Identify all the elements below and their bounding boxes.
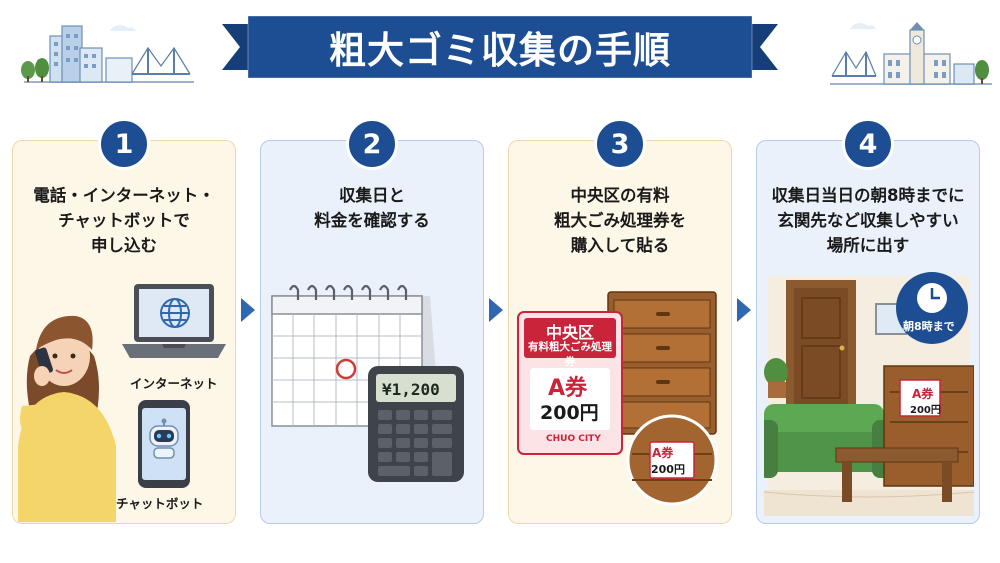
step-1-line: 電話・インターネット・ (33, 186, 215, 205)
ticket-city: CHUO CITY (546, 434, 601, 444)
page-title: 粗大ゴミ収集の手順 (329, 29, 671, 72)
calculator-display: ¥1,200 (382, 380, 440, 399)
step-description-2: 収集日と 料金を確認する (260, 183, 484, 233)
step-number-3: 3 (594, 118, 646, 170)
clock-label: 朝8時まで (903, 320, 955, 333)
city-skyline-left (21, 25, 194, 83)
step-4-line: 場所に出す (826, 236, 910, 255)
sticker-price: 200円 (651, 463, 685, 476)
step-4-line: 収集日当日の朝8時までに (771, 186, 965, 205)
step-3-line: 購入して貼る (570, 236, 670, 255)
ticket-ward: 中央区 (545, 323, 594, 342)
city-skyline-right (830, 22, 992, 85)
step-1-line: チャットボットで (58, 211, 190, 230)
step-2-line: 料金を確認する (314, 211, 430, 230)
step-number-1: 1 (98, 118, 150, 170)
entrance-scene-illustration (764, 276, 974, 516)
step-3-line: 中央区の有料 (570, 186, 670, 205)
step-1-line: 申し込む (91, 236, 157, 255)
garbage-ticket (517, 311, 623, 455)
sticker-zoom-circle (626, 414, 718, 506)
step-number-4: 4 (842, 118, 894, 170)
ticket-grade: A券 (548, 376, 588, 401)
step-2-line: 収集日と (339, 186, 405, 205)
furniture-sticker-price: 200円 (910, 405, 941, 416)
step-description-1: 電話・インターネット・ チャットボットで 申し込む (12, 183, 236, 258)
arrow-right-icon (489, 298, 503, 322)
step-4-line: 玄関先など収集しやすい (777, 211, 959, 230)
arrow-right-icon (241, 298, 255, 322)
title-banner: 粗大ゴミ収集の手順 (222, 14, 778, 80)
step-3-line: 粗大ごみ処理券を (554, 211, 686, 230)
ticket-price: 200円 (540, 402, 599, 424)
woman-on-phone-illustration (18, 315, 116, 522)
robot-icon (149, 418, 179, 459)
sticker-grade: A券 (652, 446, 674, 460)
step-number-2: 2 (346, 118, 398, 170)
clock-icon (896, 272, 968, 344)
globe-icon (160, 298, 190, 328)
chatbot-label: チャットボット (116, 496, 204, 511)
arrow-right-icon (737, 298, 751, 322)
calculator-illustration (368, 366, 464, 482)
internet-label: インターネット (130, 376, 218, 391)
furniture-sticker-grade: A券 (912, 387, 934, 401)
ticket-name: 有料粗大ごみ処理券 (528, 341, 612, 368)
step-description-3: 中央区の有料 粗大ごみ処理券を 購入して貼る (508, 183, 732, 258)
step-description-4: 収集日当日の朝8時までに 玄関先など収集しやすい 場所に出す (756, 183, 980, 258)
